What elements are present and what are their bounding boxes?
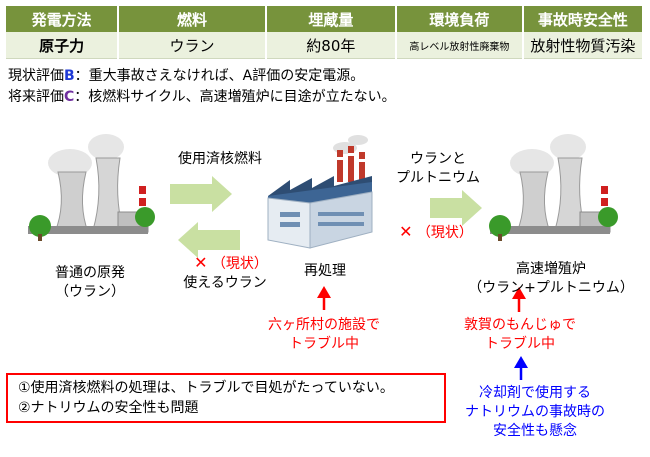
issue-note-2: ②ナトリウムの安全性も問題 xyxy=(18,400,199,416)
sodium-coolant-label-1: 冷却剤で使用する xyxy=(479,385,591,401)
uranium-plutonium-label: ウランと プルトニウム xyxy=(382,150,494,188)
left-x-mark: ✕ xyxy=(194,253,208,272)
nuclear-plant-left-icon xyxy=(28,134,155,241)
cell-method: 原子力 xyxy=(6,32,120,59)
usable-uranium-label: 使えるウラン xyxy=(183,275,267,291)
sodium-coolant-label-2: ナトリウムの事故時の xyxy=(465,404,605,420)
rokkasho-up-arrow xyxy=(317,286,331,310)
current-eval-text: ：重大事故さえなければ、A評価の安定電源。 xyxy=(74,68,365,84)
table-header-row: 発電方法 燃料 埋蔵量 環境負荷 事故時安全性 xyxy=(6,6,645,32)
spent-fuel-arrow xyxy=(170,176,232,212)
issue-note-1: ①使用済核燃料の処理は、トラブルで目処がたっていない。 xyxy=(18,380,394,396)
fast-breeder-reactor-icon xyxy=(489,134,618,241)
current-evaluation: 現状評価B：重大事故さえなければ、A評価の安定電源。 xyxy=(8,66,364,86)
uranium-plutonium-label-2: プルトニウム xyxy=(396,170,480,186)
coolant-up-arrow xyxy=(514,356,528,380)
monju-trouble-label-2: トラブル中 xyxy=(485,336,555,352)
cell-safety: 放射性物質汚染 xyxy=(522,32,645,59)
future-eval-grade: C xyxy=(64,89,75,105)
usable-uranium-arrow xyxy=(178,222,240,258)
monju-trouble-label-1: 敦賀のもんじゅで xyxy=(464,317,576,333)
normal-plant-label-1: 普通の原発 xyxy=(55,265,125,281)
current-eval-grade: B xyxy=(64,68,75,84)
rokkasho-trouble-label-2: トラブル中 xyxy=(289,336,359,352)
normal-plant-label: 普通の原発 （ウラン） xyxy=(30,264,150,302)
header-environment: 環境負荷 xyxy=(395,6,524,32)
normal-plant-label-2: （ウラン） xyxy=(55,284,125,300)
monju-up-arrow xyxy=(512,287,526,312)
rokkasho-trouble-label-1: 六ヶ所村の施設で xyxy=(268,317,380,333)
header-method: 発電方法 xyxy=(6,6,120,32)
table-row: 原子力 ウラン 約80年 高レベル放射性廃棄物 放射性物質汚染 xyxy=(6,32,645,59)
rokkasho-trouble-label: 六ヶ所村の施設で トラブル中 xyxy=(254,316,394,354)
fast-breeder-label-1: 高速増殖炉 xyxy=(516,261,586,277)
right-x-mark: ✕ xyxy=(399,222,413,241)
cell-reserves: 約80年 xyxy=(265,32,397,59)
reprocessing-factory-icon xyxy=(267,135,373,249)
current-eval-prefix: 現状評価 xyxy=(8,68,64,84)
header-safety: 事故時安全性 xyxy=(522,6,645,32)
fast-breeder-label-2: （ウラン+プルトニウム） xyxy=(468,280,634,296)
issues-note-box: ①使用済核燃料の処理は、トラブルで目処がたっていない。 ②ナトリウムの安全性も問… xyxy=(6,373,446,423)
future-evaluation: 将来評価C：核燃料サイクル、高速増殖炉に目途が立たない。 xyxy=(8,87,396,107)
right-status: ✕ （現状） xyxy=(396,222,476,243)
monju-trouble-label: 敦賀のもんじゅで トラブル中 xyxy=(450,316,590,354)
left-status: ✕ （現状） xyxy=(176,254,286,273)
right-status-text: （現状） xyxy=(416,225,473,241)
sodium-coolant-label-3: 安全性も懸念 xyxy=(493,423,577,439)
cell-environment: 高レベル放射性廃棄物 xyxy=(395,32,524,59)
uranium-plutonium-label-1: ウランと xyxy=(410,151,466,167)
header-reserves: 埋蔵量 xyxy=(265,6,397,32)
summary-table: 発電方法 燃料 埋蔵量 環境負荷 事故時安全性 原子力 ウラン 約80年 高レベ… xyxy=(6,6,645,59)
fast-breeder-label: 高速増殖炉 （ウラン+プルトニウム） xyxy=(456,260,646,298)
spent-fuel-label: 使用済核燃料 xyxy=(178,151,262,167)
header-fuel: 燃料 xyxy=(118,6,267,32)
future-eval-prefix: 将来評価 xyxy=(8,89,64,105)
sodium-coolant-label: 冷却剤で使用する ナトリウムの事故時の 安全性も懸念 xyxy=(455,384,615,441)
future-eval-text: ：核燃料サイクル、高速増殖炉に目途が立たない。 xyxy=(74,89,396,105)
cell-fuel: ウラン xyxy=(118,32,267,59)
left-status-text: （現状） xyxy=(211,256,268,272)
reprocessing-label: 再処理 xyxy=(304,263,346,279)
uranium-plutonium-arrow xyxy=(430,190,482,226)
